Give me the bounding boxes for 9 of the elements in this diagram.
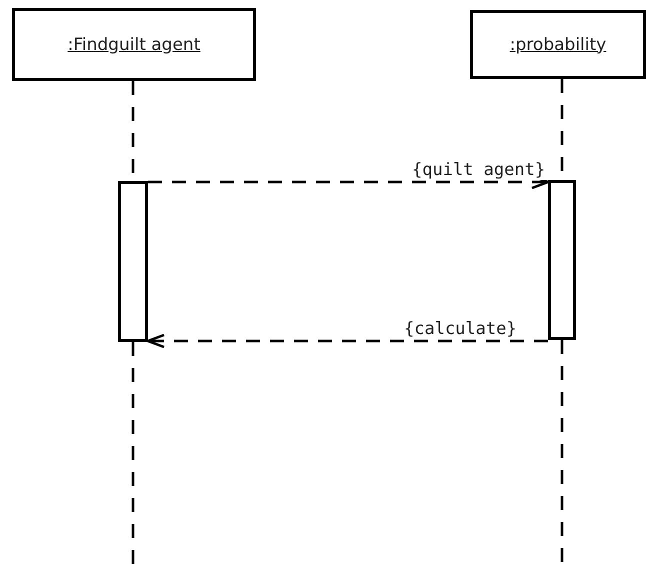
- object-box: [470, 10, 646, 79]
- object-name: :probability: [510, 34, 606, 54]
- activation-bar: [548, 180, 576, 340]
- message-label: {quilt agent}: [411, 160, 546, 180]
- message-label: {calculate}: [403, 319, 518, 339]
- activation-bar: [118, 181, 148, 342]
- message-arrow: [146, 334, 548, 348]
- object-name: :Findguilt agent: [68, 34, 200, 54]
- object-box: [12, 8, 256, 81]
